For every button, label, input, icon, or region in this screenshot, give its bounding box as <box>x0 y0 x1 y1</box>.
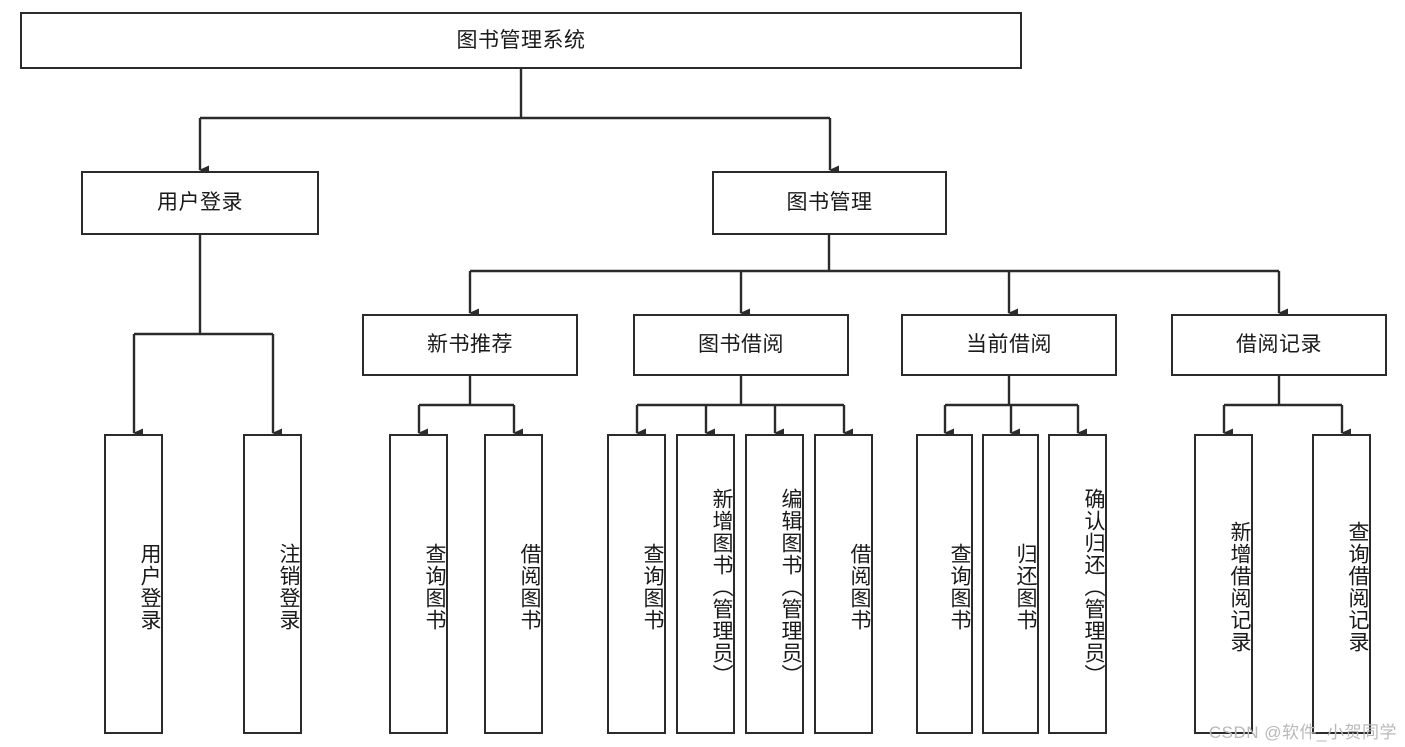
node-leaf-add-book[interactable]: 新增图书（管理员） <box>676 434 735 734</box>
node-book-manage-label: 图书管理 <box>786 191 873 215</box>
node-leaf-edit-book[interactable]: 编辑图书（管理员） <box>745 434 804 734</box>
node-book-borrow[interactable]: 图书借阅 <box>633 314 849 376</box>
node-leaf-query-book-1[interactable]: 查询图书 <box>389 434 448 734</box>
node-user-login-label: 用户登录 <box>157 191 243 215</box>
node-book-borrow-label: 图书借阅 <box>698 333 784 357</box>
node-leaf-borrow-book-1[interactable]: 借阅图书 <box>484 434 543 734</box>
node-root[interactable]: 图书管理系统 <box>20 12 1022 69</box>
node-leaf-user-login-label: 用户登录 <box>138 543 161 631</box>
node-leaf-borrow-book-2[interactable]: 借阅图书 <box>814 434 873 734</box>
node-current-borrow[interactable]: 当前借阅 <box>901 314 1117 376</box>
node-leaf-user-login[interactable]: 用户登录 <box>104 434 163 734</box>
node-leaf-query-record-label: 查询借阅记录 <box>1346 521 1369 653</box>
node-leaf-add-record-label: 新增借阅记录 <box>1228 521 1251 653</box>
node-new-book-recommend[interactable]: 新书推荐 <box>362 314 578 376</box>
node-leaf-return-book-label: 归还图书 <box>1014 543 1037 631</box>
node-leaf-borrow-book-2-label: 借阅图书 <box>848 543 871 631</box>
node-leaf-user-logout-label: 注销登录 <box>277 543 300 631</box>
node-leaf-user-logout[interactable]: 注销登录 <box>243 434 302 734</box>
node-root-label: 图书管理系统 <box>456 28 586 52</box>
node-new-book-recommend-label: 新书推荐 <box>427 333 513 357</box>
node-current-borrow-label: 当前借阅 <box>966 333 1052 357</box>
node-borrow-record[interactable]: 借阅记录 <box>1171 314 1387 376</box>
node-leaf-edit-book-label: 编辑图书（管理员） <box>779 488 802 686</box>
node-borrow-record-label: 借阅记录 <box>1236 333 1322 357</box>
node-leaf-query-book-2-label: 查询图书 <box>641 543 664 631</box>
node-leaf-add-book-label: 新增图书（管理员） <box>710 488 733 686</box>
node-leaf-query-book-3-label: 查询图书 <box>948 543 971 631</box>
node-leaf-query-book-1-label: 查询图书 <box>423 543 446 631</box>
node-leaf-query-book-3[interactable]: 查询图书 <box>916 434 973 734</box>
node-leaf-confirm-return-label: 确认归还（管理员） <box>1082 488 1105 686</box>
node-user-login[interactable]: 用户登录 <box>81 171 319 235</box>
watermark-text: CSDN @软件_小贺同学 <box>1208 723 1397 742</box>
node-leaf-add-record[interactable]: 新增借阅记录 <box>1194 434 1253 734</box>
node-book-manage[interactable]: 图书管理 <box>712 171 947 235</box>
node-leaf-query-book-2[interactable]: 查询图书 <box>607 434 666 734</box>
node-leaf-confirm-return[interactable]: 确认归还（管理员） <box>1048 434 1107 734</box>
node-leaf-borrow-book-1-label: 借阅图书 <box>518 543 541 631</box>
node-leaf-query-record[interactable]: 查询借阅记录 <box>1312 434 1371 734</box>
node-leaf-return-book[interactable]: 归还图书 <box>982 434 1039 734</box>
